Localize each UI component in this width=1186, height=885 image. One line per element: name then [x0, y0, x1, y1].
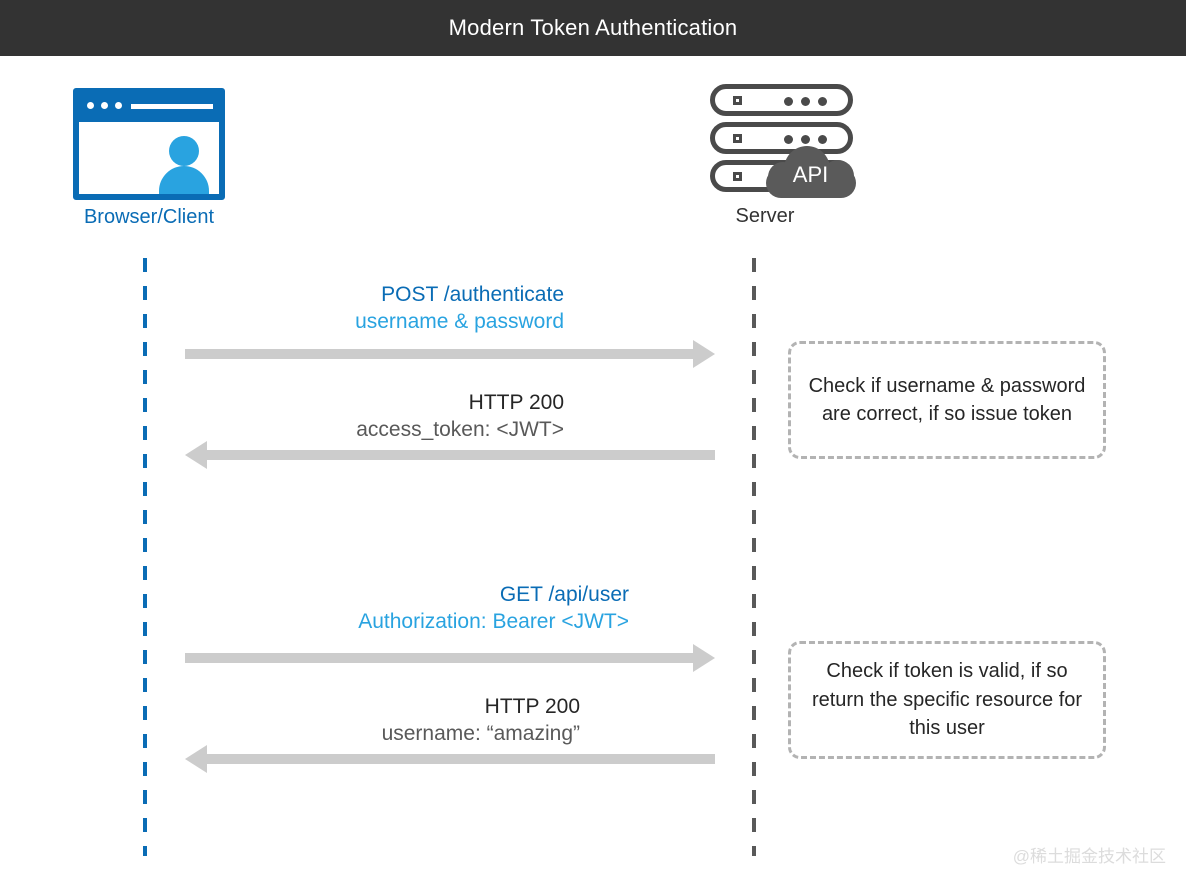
- arrow-head-left-icon: [185, 441, 207, 469]
- message-arrow-2: [185, 441, 715, 469]
- note-box-1: Check if username & password are correct…: [788, 341, 1106, 459]
- server-rack-icon: API: [678, 84, 856, 199]
- browser-dot-icon: [87, 102, 94, 109]
- browser-address-bar-shape: [131, 104, 213, 109]
- actor-server: API Server: [650, 84, 880, 228]
- message-4-line-2: username: “amazing”: [381, 721, 580, 745]
- message-arrow-1: [185, 340, 715, 368]
- cloud-base: [765, 168, 856, 198]
- actor-label-server: Server: [735, 205, 795, 227]
- server-rack-unit: [709, 84, 853, 116]
- message-arrow-3: [185, 644, 715, 672]
- message-label-2: HTTP 200 access_token: <JWT>: [184, 390, 564, 444]
- message-label-4: HTTP 200 username: “amazing”: [184, 694, 580, 748]
- user-avatar-head-icon: [169, 136, 199, 166]
- arrow-shaft: [207, 754, 715, 764]
- arrow-shaft: [185, 653, 693, 663]
- actor-label-client: Browser/Client: [83, 206, 215, 228]
- message-3-line-2: Authorization: Bearer <JWT>: [358, 609, 629, 633]
- arrow-head-left-icon: [185, 745, 207, 773]
- browser-titlebar-shape: [79, 94, 219, 122]
- message-4-line-1: HTTP 200: [484, 695, 580, 718]
- api-cloud-label: API: [792, 162, 829, 187]
- message-label-3: GET /api/user Authorization: Bearer <JWT…: [184, 582, 629, 636]
- server-led-square-icon: [732, 172, 742, 181]
- server-led-square-icon: [732, 134, 742, 143]
- message-2-line-2: access_token: <JWT>: [356, 417, 564, 441]
- message-arrow-4: [185, 745, 715, 773]
- arrow-head-right-icon: [693, 340, 715, 368]
- server-dots-icon: [783, 97, 830, 106]
- browser-window-with-user-icon: [73, 88, 225, 200]
- note-box-2: Check if token is valid, if so return th…: [788, 641, 1106, 759]
- message-2-line-1: HTTP 200: [468, 391, 564, 414]
- actor-browser-client: Browser/Client: [34, 88, 264, 229]
- arrow-head-right-icon: [693, 644, 715, 672]
- page-title: Modern Token Authentication: [448, 15, 738, 40]
- arrow-shaft: [185, 349, 693, 359]
- message-1-line-2: username & password: [355, 309, 564, 333]
- server-rack-unit: [709, 122, 853, 154]
- message-1-line-1: POST /authenticate: [381, 283, 564, 306]
- server-dots-icon: [783, 135, 830, 144]
- server-led-square-icon: [732, 96, 742, 105]
- message-3-line-1: GET /api/user: [499, 583, 629, 606]
- watermark: @稀土掘金技术社区: [1012, 847, 1166, 866]
- api-cloud-icon: API: [765, 146, 856, 198]
- lifeline-server: [752, 258, 756, 856]
- browser-dot-icon: [101, 102, 108, 109]
- title-bar: Modern Token Authentication: [0, 0, 1186, 56]
- arrow-shaft: [207, 450, 715, 460]
- message-label-1: POST /authenticate username & password: [184, 282, 564, 336]
- lifeline-client: [143, 258, 147, 856]
- browser-dot-icon: [115, 102, 122, 109]
